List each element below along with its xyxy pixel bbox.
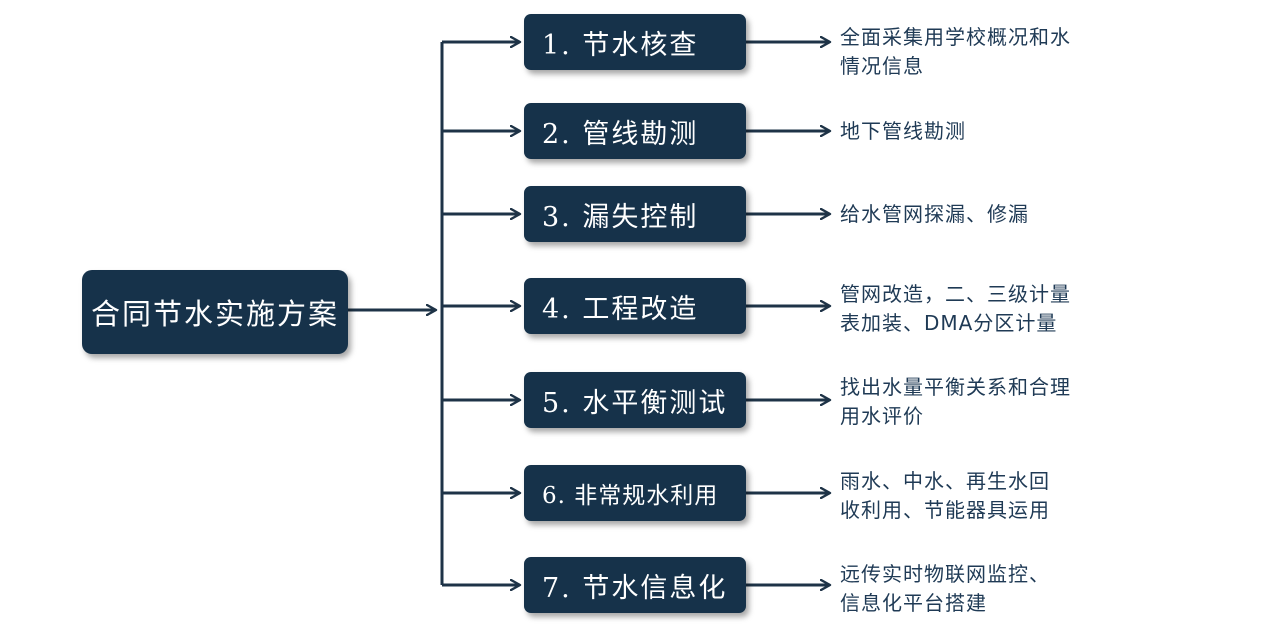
step-description-line: 信息化平台搭建 [840, 591, 987, 615]
step-node-7: 7. 节水信息化 [524, 557, 746, 613]
step-description-line: 管网改造，二、三级计量 [840, 282, 1071, 306]
step-description-6: 雨水、中水、再生水回 收利用、节能器具运用 [840, 467, 1120, 525]
step-description-line: 远传实时物联网监控、 [840, 562, 1050, 586]
step-description-3: 给水管网探漏、修漏 [840, 200, 1120, 229]
step-description-line: 全面采集用学校概况和水 [840, 25, 1071, 49]
step-description-2: 地下管线勘测 [840, 117, 1120, 146]
step-description-line: 地下管线勘测 [840, 119, 966, 143]
step-description-line: 表加装、DMA分区计量 [840, 311, 1058, 335]
step-description-4: 管网改造，二、三级计量 表加装、DMA分区计量 [840, 280, 1120, 338]
step-description-line: 情况信息 [840, 54, 924, 78]
step-node-2: 2. 管线勘测 [524, 103, 746, 159]
step-node-1: 1. 节水核查 [524, 14, 746, 70]
step-description-line: 给水管网探漏、修漏 [840, 202, 1029, 226]
step-description-5: 找出水量平衡关系和合理 用水评价 [840, 373, 1120, 431]
step-node-5: 5. 水平衡测试 [524, 372, 746, 428]
step-description-line: 找出水量平衡关系和合理 [840, 375, 1071, 399]
step-node-4: 4. 工程改造 [524, 278, 746, 334]
step-description-7: 远传实时物联网监控、 信息化平台搭建 [840, 560, 1120, 618]
step-description-1: 全面采集用学校概况和水 情况信息 [840, 23, 1120, 81]
step-description-line: 收利用、节能器具运用 [840, 498, 1050, 522]
step-node-3: 3. 漏失控制 [524, 186, 746, 242]
root-node: 合同节水实施方案 [82, 270, 348, 354]
step-description-line: 雨水、中水、再生水回 [840, 469, 1050, 493]
step-description-line: 用水评价 [840, 404, 924, 428]
step-node-6: 6. 非常规水利用 [524, 465, 746, 521]
